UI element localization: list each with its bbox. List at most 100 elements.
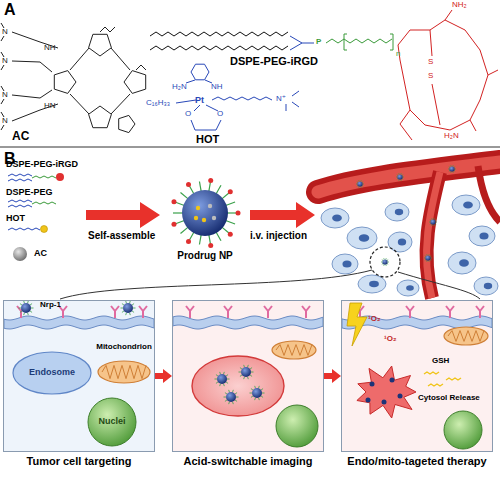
peg-spike [232,390,234,392]
peg-spike [199,235,201,245]
text-label: Cytosol Release [418,394,480,402]
blood-vessel [318,162,500,192]
text-label: HOT [6,214,25,223]
bond-chain [428,384,443,386]
tumor-cell [347,227,377,249]
peg-spike [240,375,242,376]
panel-background [3,300,155,452]
bond-chain [136,65,146,70]
bond-line [40,90,52,98]
pyrrole-ring [124,71,146,94]
nanoparticle-node: Prodrug NP [170,178,240,248]
peg-spike [216,382,218,383]
peg-spike [261,389,263,390]
peg-spike [125,313,127,315]
peg-spike [261,396,263,397]
tumor-cell [358,275,386,293]
released-particle [370,382,375,387]
peg-spike [23,301,25,303]
peg-spike [258,386,260,388]
bond-chain [8,228,40,230]
blood-vessel [427,172,440,298]
bond-line [400,110,410,124]
text-label: Nrp-1 [40,301,61,309]
released-particle [390,378,395,383]
receptor-symbol [139,306,147,318]
bond-line [292,102,299,107]
nanoparticle [21,303,31,313]
cyclohexane-ring [191,64,209,80]
peg-spike [175,202,184,205]
tumor-cell [385,203,409,221]
text-label: HN [44,102,56,110]
mitochondrion-shape [444,327,488,345]
peg-spike [429,222,430,223]
ester-linker [290,36,314,50]
zoom-line [60,270,372,299]
peg-spike [247,365,249,367]
text-label: N [2,28,8,36]
text-label: Self-assemble [88,231,155,241]
peg-spike [216,232,221,241]
peg-spike [122,304,124,305]
bond-line [40,62,52,72]
peg-spike [258,398,260,400]
cell-nucleus [332,215,342,222]
peg-spike [251,372,254,373]
peg-spike [189,232,194,241]
bond-line [430,30,432,56]
peg-spike [129,313,131,315]
nanoparticle-core [182,190,228,236]
receptor-symbol [406,306,414,318]
peptide-head [186,182,191,187]
text-label: n [396,50,400,58]
nanoparticle [217,374,227,384]
peg-spike [228,390,230,392]
bond-chain [424,372,439,374]
bond-line [176,100,196,103]
nanoparticle [252,388,262,398]
text-label: N [2,91,8,99]
peptide-head [208,178,213,183]
tumor-cell [452,195,480,215]
cell-membrane [4,316,154,329]
nanoparticle [397,174,402,179]
cargo-dot [212,216,216,220]
text-label: GSH [432,357,449,365]
peg-spike [435,219,436,221]
text-label: H₂N [172,83,187,91]
peg-spike [125,301,127,303]
peg-spike [254,398,256,400]
peg-spike [425,255,426,257]
receptor-symbol [446,306,454,318]
panel-background [172,300,324,452]
peg-spike [226,375,228,376]
mitochondrion-cristae [276,345,312,356]
peg-spike [223,372,225,374]
flow-arrow [324,369,341,383]
peg-spike [455,169,456,170]
text-label: N⁺ [276,95,286,103]
nanoparticle [357,181,362,186]
text-label: N [2,57,8,65]
peg-spike [436,222,437,223]
bond-line [12,110,40,121]
peg-spike [430,219,431,221]
organelle-node: Nuclei [82,397,142,447]
endosome-shape [13,352,91,394]
bond-line [12,61,40,62]
tumor-cell [332,254,358,274]
peg-spike [431,218,432,219]
bond-chain [150,46,288,50]
peg-spike [132,304,134,305]
peg-spike [452,171,453,172]
peg-spike [175,221,184,224]
peg-spike [362,181,363,183]
bond-chain [32,176,56,178]
peg-spike [454,166,455,168]
peg-spike [133,308,136,309]
divider-line [0,147,500,148]
nanoparticle [430,219,435,224]
peptide-head [171,199,176,204]
pyrrole-ring [54,71,76,94]
